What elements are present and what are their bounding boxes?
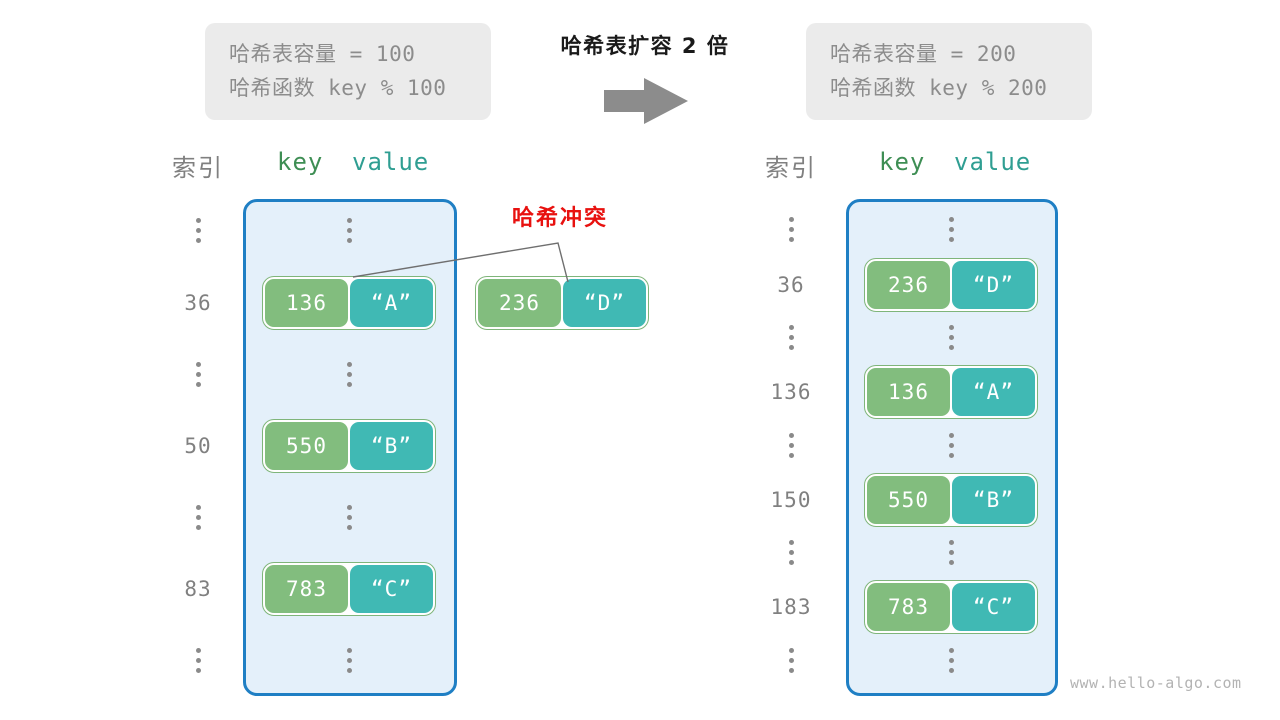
index-label: 36: [777, 273, 805, 297]
collision-leader-line: [352, 242, 569, 283]
bucket-ellipsis: [941, 217, 961, 243]
index-label: 83: [184, 577, 212, 601]
bucket-ellipsis: [339, 648, 359, 674]
index-ellipsis: [781, 217, 801, 243]
index-ellipsis: [781, 433, 801, 459]
left-capacity-text: 哈希表容量 = 100: [229, 42, 416, 66]
bucket-ellipsis: [941, 648, 961, 674]
index-ellipsis: [188, 505, 208, 531]
bucket-ellipsis: [339, 362, 359, 388]
watermark: www.hello-algo.com: [1070, 674, 1242, 692]
key-value-pair: 136“A”: [262, 276, 436, 330]
right-capacity-text: 哈希表容量 = 200: [830, 42, 1017, 66]
value-cell: “B”: [952, 476, 1035, 524]
bucket-ellipsis: [941, 325, 961, 351]
bucket-ellipsis: [339, 505, 359, 531]
detached-colliding-entry: 236 “D”: [475, 276, 649, 330]
key-value-pair: 783“C”: [262, 562, 436, 616]
index-ellipsis: [781, 540, 801, 566]
key-cell: 550: [867, 476, 950, 524]
key-value-pair: 550“B”: [262, 419, 436, 473]
key-value-pair: 783“C”: [864, 580, 1038, 634]
value-cell: “D”: [952, 261, 1035, 309]
right-header-value: value: [954, 148, 1032, 176]
bucket-ellipsis: [339, 218, 359, 244]
left-header-key: key: [277, 148, 324, 176]
right-header-key: key: [879, 148, 926, 176]
value-cell: “C”: [350, 565, 433, 613]
index-label: 183: [770, 595, 812, 619]
value-cell: “A”: [952, 368, 1035, 416]
index-ellipsis: [188, 648, 208, 674]
index-ellipsis: [188, 362, 208, 388]
index-label: 136: [770, 380, 812, 404]
key-cell: 236: [867, 261, 950, 309]
key-cell: 783: [265, 565, 348, 613]
left-header-value: value: [352, 148, 430, 176]
right-header-index: 索引: [765, 154, 817, 182]
right-hash-table-info-box: 哈希表容量 = 200 哈希函数 key % 200: [806, 23, 1092, 120]
detached-value-cell: “D”: [563, 279, 646, 327]
key-value-pair: 550“B”: [864, 473, 1038, 527]
index-label: 50: [184, 434, 212, 458]
key-value-pair: 236“D”: [864, 258, 1038, 312]
index-ellipsis: [781, 648, 801, 674]
left-header-index: 索引: [172, 154, 224, 182]
key-cell: 136: [867, 368, 950, 416]
arrow-right-icon: [604, 78, 688, 124]
key-cell: 136: [265, 279, 348, 327]
detached-key-cell: 236: [478, 279, 561, 327]
index-ellipsis: [188, 218, 208, 244]
left-hash-table-info-box: 哈希表容量 = 100 哈希函数 key % 100: [205, 23, 491, 120]
bucket-ellipsis: [941, 540, 961, 566]
hash-collision-label: 哈希冲突: [511, 206, 608, 231]
left-hashfn-text: 哈希函数 key % 100: [229, 76, 447, 100]
bucket-ellipsis: [941, 433, 961, 459]
value-cell: “C”: [952, 583, 1035, 631]
index-ellipsis: [781, 325, 801, 351]
key-cell: 550: [265, 422, 348, 470]
expand-caption: 哈希表扩容 2 倍: [560, 34, 730, 58]
index-label: 150: [770, 488, 812, 512]
key-cell: 783: [867, 583, 950, 631]
index-label: 36: [184, 291, 212, 315]
value-cell: “A”: [350, 279, 433, 327]
right-hashfn-text: 哈希函数 key % 200: [830, 76, 1048, 100]
key-value-pair: 136“A”: [864, 365, 1038, 419]
value-cell: “B”: [350, 422, 433, 470]
